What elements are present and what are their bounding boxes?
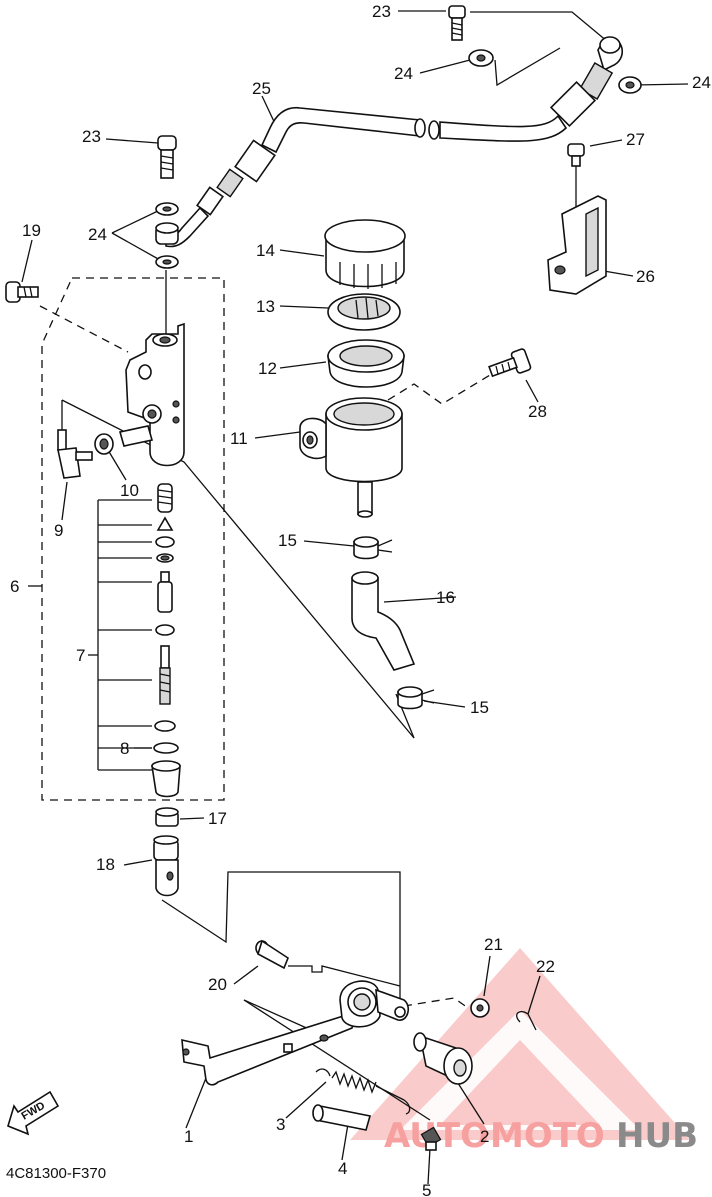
callout-15-upper: 15 <box>278 531 297 550</box>
watermark-text-hub: HUB <box>616 1116 698 1156</box>
callout-22: 22 <box>536 957 555 976</box>
part-circlip-8 <box>153 742 179 754</box>
part-master-cylinder-body <box>118 322 185 467</box>
callout-10: 10 <box>120 481 139 500</box>
callout-3: 3 <box>276 1115 285 1134</box>
part-bolt-23-left <box>157 135 177 179</box>
callouts: 23 24 24 25 23 24 27 26 14 13 12 11 28 1… <box>10 2 711 1197</box>
part-bleed-screw-9 <box>57 429 93 479</box>
part-washers-24-left <box>155 202 179 269</box>
part-return-spring-3 <box>315 1068 411 1115</box>
part-bolt-19 <box>5 281 39 303</box>
part-brake-pedal-1 <box>181 980 410 1086</box>
watermark-logo: AUTO MOTO HUB <box>350 948 698 1156</box>
part-hose-clip-15-upper <box>353 536 393 560</box>
part-washer-24-top <box>468 49 494 67</box>
leader-lines <box>21 10 689 1185</box>
part-nut-17 <box>155 807 179 827</box>
callout-19: 19 <box>22 221 41 240</box>
callout-11: 11 <box>230 429 248 448</box>
callout-17: 17 <box>208 809 227 828</box>
part-diaphragm-plate-13 <box>327 293 401 331</box>
part-reservoir-cap-14 <box>324 219 406 289</box>
part-diaphragm-12 <box>327 339 405 388</box>
fwd-arrow-icon: FWD <box>7 1090 60 1136</box>
callout-8: 8 <box>120 739 129 758</box>
part-bushing-4 <box>312 1104 372 1131</box>
callout-12: 12 <box>258 359 277 378</box>
part-clevis-18 <box>153 835 179 897</box>
part-washer-24-right <box>618 76 642 94</box>
callout-2: 2 <box>480 1127 489 1146</box>
callout-5: 5 <box>422 1181 431 1197</box>
callout-1: 1 <box>184 1127 193 1146</box>
callout-27: 27 <box>626 130 645 149</box>
callout-15-lower: 15 <box>470 698 489 717</box>
callout-4: 4 <box>338 1159 347 1178</box>
callout-25: 25 <box>252 79 271 98</box>
callout-7: 7 <box>76 646 85 665</box>
callout-28: 28 <box>528 402 547 421</box>
part-bolt-23-top <box>448 5 466 41</box>
callout-24-right: 24 <box>692 73 711 92</box>
part-piston-kit-7 <box>154 483 176 732</box>
callout-18: 18 <box>96 855 115 874</box>
callout-21: 21 <box>484 935 503 954</box>
part-hose-clip-15-lower <box>397 686 435 710</box>
callout-14: 14 <box>256 241 275 260</box>
callout-20: 20 <box>208 975 227 994</box>
part-pedal-shaft-2 <box>413 1032 473 1085</box>
callout-24-top: 24 <box>394 64 413 83</box>
part-grease-nipple-5 <box>420 1126 442 1151</box>
part-reservoir-11 <box>299 397 403 518</box>
part-washer-21 <box>470 998 490 1018</box>
diagram-code: 4C81300-F370 <box>6 1165 106 1182</box>
part-bolt-28 <box>488 348 532 378</box>
part-pivot-bolt-20 <box>255 939 289 970</box>
part-boot <box>151 760 181 798</box>
part-reservoir-hose-16 <box>351 571 416 671</box>
callout-23-left: 23 <box>82 127 101 146</box>
kit-outline-6 <box>41 277 225 801</box>
callout-24-left: 24 <box>88 225 107 244</box>
part-bleeder-cap-10 <box>94 433 114 455</box>
part-bolt-27 <box>567 143 585 167</box>
callout-6: 6 <box>10 577 19 596</box>
callout-23-top: 23 <box>372 2 391 21</box>
part-bracket-26 <box>547 195 607 295</box>
callout-16: 16 <box>436 588 455 607</box>
callout-26: 26 <box>636 267 655 286</box>
callout-9: 9 <box>54 521 63 540</box>
part-cotter-pin-22 <box>516 1010 537 1031</box>
watermark-text-moto: MOTO <box>490 1116 605 1156</box>
callout-13: 13 <box>256 297 275 316</box>
